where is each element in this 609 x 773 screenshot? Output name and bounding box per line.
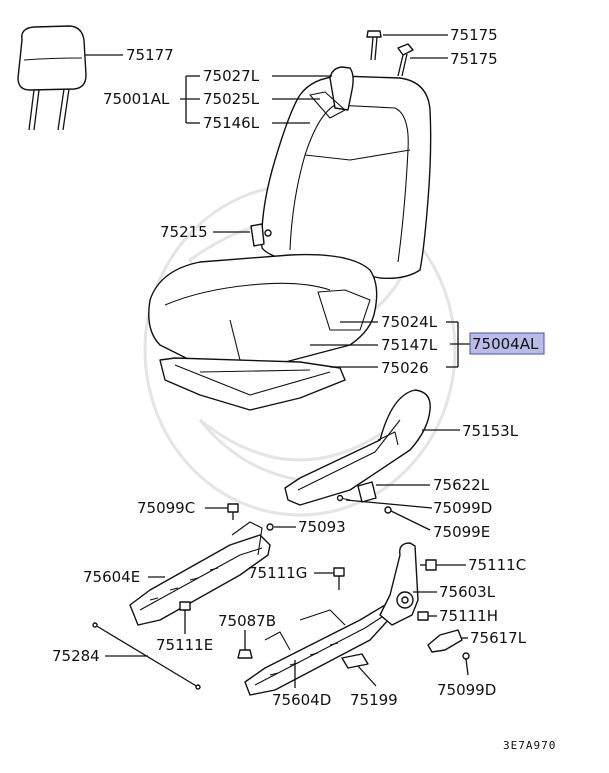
highlight-box [469,332,545,355]
label-75622L[interactable]: 75622L [433,476,490,494]
label-75146L[interactable]: 75146L [203,114,260,132]
bolt-75111E[interactable] [179,601,191,625]
label-75111G[interactable]: 75111G [248,564,307,582]
label-75004AL[interactable]: 75004AL [472,335,539,353]
label-75099D-a[interactable]: 75099D [433,499,492,517]
headrest-part[interactable] [17,25,87,131]
bolt-75175-a[interactable] [366,30,382,61]
diagram-code: 3E7A970 [503,739,556,752]
label-75199[interactable]: 75199 [350,691,398,709]
bolt-75175-b[interactable] [397,43,414,77]
screw-75099E[interactable] [384,506,392,514]
label-75093[interactable]: 75093 [298,518,346,536]
label-75215[interactable]: 75215 [160,223,208,241]
label-75099C[interactable]: 75099C [137,499,195,517]
part-labels: 75177 75175 75175 75027L 75001AL 75025L … [52,26,556,752]
seat-cushion-part[interactable] [148,253,378,411]
label-75175-a[interactable]: 75175 [450,26,498,44]
label-75027L[interactable]: 75027L [203,67,260,85]
label-75604D[interactable]: 75604D [272,691,331,709]
bolt-75111G[interactable] [333,567,345,590]
label-75099D-b[interactable]: 75099D [437,681,496,699]
label-75025L[interactable]: 75025L [203,90,260,108]
screw-75099D-a[interactable] [336,494,351,502]
label-75147L[interactable]: 75147L [381,336,438,354]
label-75617L[interactable]: 75617L [470,629,527,647]
handle-75617L[interactable] [427,629,463,653]
bolt-75111H[interactable] [417,611,429,621]
label-75001AL[interactable]: 75001AL [103,90,170,108]
bolt-75099C[interactable] [227,503,239,520]
label-75087B[interactable]: 75087B [218,612,276,630]
washer-75093[interactable] [266,523,274,531]
recliner-part[interactable] [379,542,419,626]
label-75175-b[interactable]: 75175 [450,50,498,68]
label-75153L[interactable]: 75153L [462,422,519,440]
bolt-75111C[interactable] [420,559,437,571]
screw-75099D-b[interactable] [462,652,470,660]
label-75177[interactable]: 75177 [126,46,174,64]
label-75099E[interactable]: 75099E [433,523,490,541]
leader-lines [85,34,470,688]
label-75026[interactable]: 75026 [381,359,429,377]
seatback-part[interactable] [261,66,432,280]
side-shield-part[interactable] [284,389,431,506]
label-75111H[interactable]: 75111H [439,607,498,625]
label-75111E[interactable]: 75111E [156,636,213,654]
seat-slide-rail-left[interactable] [129,521,271,626]
label-75111C[interactable]: 75111C [468,556,526,574]
knob-75622-part[interactable] [357,481,377,503]
nut-75087B[interactable] [237,649,253,659]
label-75604E[interactable]: 75604E [83,568,140,586]
label-75603L[interactable]: 75603L [439,583,496,601]
pad-75199[interactable] [341,653,369,669]
bracket-75215-part[interactable] [250,223,272,247]
label-75284[interactable]: 75284 [52,647,100,665]
label-75024L[interactable]: 75024L [381,313,438,331]
